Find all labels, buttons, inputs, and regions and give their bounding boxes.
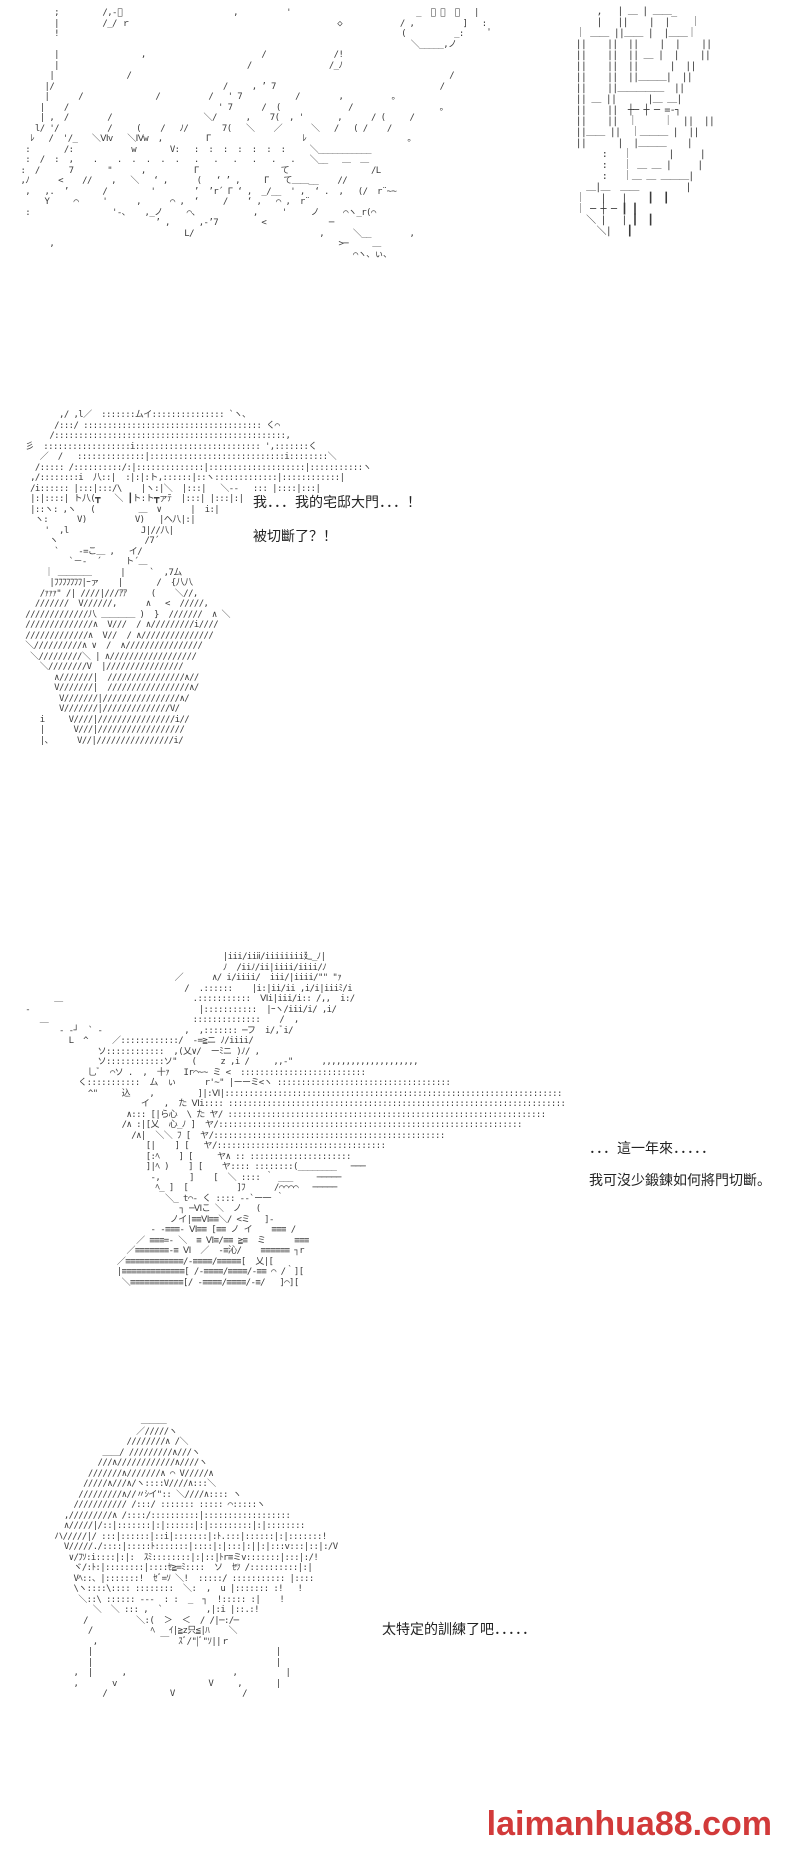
- ascii-art-character-shocked: ,/ ,l／ :::::::ムイ::::::::::::::: `ヽ、 /:::…: [25, 410, 371, 746]
- panel-1: ; /,-ﾟ , ' _ ー 、 ｡ | | /_/ ｒ ◇ / , ] : !: [0, 0, 800, 400]
- panel-2: ,/ ,l／ :::::::ムイ::::::::::::::: `ヽ、 /:::…: [0, 400, 800, 900]
- panel-4: ＿＿＿ ／/////ヽ ////////∧ /＼ ＿＿/ /////////∧/…: [0, 1410, 800, 1852]
- dialog-line: 我可沒少鍛鍊如何將門切斷。: [589, 1173, 771, 1189]
- dialog-line: 被切斷了？！: [253, 529, 337, 545]
- panel-3: |iii/iiⅱ/iiiiiiii廴_ﾉ| ﾉ /iiﾉ/ii|iiii/iii…: [0, 920, 800, 1390]
- ascii-art-swordsman: |iii/iiⅱ/iiiiiiii廴_ﾉ| ﾉ /iiﾉ/ii|iiii/iii…: [25, 952, 566, 1288]
- dialog-line: 太特定的訓練了吧．．．．．: [382, 1622, 536, 1638]
- site-watermark: laimanhua88.com: [486, 1805, 772, 1843]
- ascii-art-explosion: ; /,-ﾟ , ' _ ー 、 ｡ | | /_/ ｒ ◇ / , ] : !: [20, 8, 492, 260]
- dialog-line: ．．．這一年來．．．．．: [589, 1141, 715, 1157]
- dialog-line: 我．．．我的宅邸大門．．．！: [253, 495, 421, 511]
- ascii-art-hooded-figure: ＿＿＿ ／/////ヽ ////////∧ /＼ ＿＿/ /////////∧/…: [54, 1416, 338, 1699]
- ascii-art-kanji-sound-effect: , | ＿ | ＿＿_ | || | | ｜ ｜ ＿＿ ||＿＿ | |＿＿｜ …: [575, 6, 715, 237]
